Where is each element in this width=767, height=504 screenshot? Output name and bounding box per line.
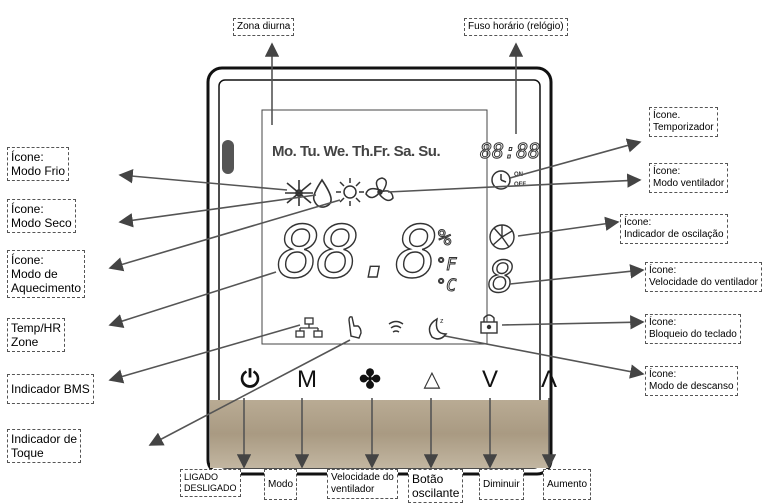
label-velocidade-ventilador: Ícone: Velocidade do ventilador (645, 262, 762, 292)
sleep-mode-icon: z (428, 317, 448, 340)
swing-indicator-icon (489, 224, 515, 250)
sun-icon (336, 178, 364, 206)
label-fuso-horario: Fuso horário (relógio) (464, 18, 568, 36)
label-botao-oscilante: Botão oscilante (408, 469, 464, 503)
power-button[interactable]: ⏻ (240, 366, 260, 393)
fahrenheit-symbol: °F (435, 255, 457, 276)
label-indicador-toque: Indicador de Toque (7, 429, 82, 463)
swing-button[interactable]: △ (423, 366, 441, 391)
label-diminuir: Diminuir (479, 469, 524, 500)
label-modo-seco: Ícone: Modo Seco (7, 199, 76, 233)
label-bloqueio-teclado: Ícone: Bloqueio do teclado (645, 314, 741, 344)
label-modo: Modo (264, 469, 298, 500)
svg-text:ON: ON (514, 172, 523, 178)
fan-mode-icon (365, 177, 394, 202)
bms-network-icon (295, 317, 323, 338)
label-temp-hr-zone: Temp/HR Zone (7, 318, 66, 352)
label-indicador-oscilacao: Ícone: Indicador de oscilação (620, 214, 728, 244)
timer-icon: ON OFF (491, 170, 526, 190)
label-velocidade-botao: Velocidade do ventilador (327, 469, 398, 499)
drop-icon (312, 178, 332, 208)
touch-indicator-icon (348, 316, 362, 339)
keypad-lock-icon (480, 314, 498, 334)
label-modo-ventilador: Ícone: Modo ventilador (649, 163, 729, 193)
label-modo-descanso: Ícone: Modo de descanso (645, 366, 738, 396)
snowflake-icon (285, 180, 313, 206)
label-modo-aquecimento: Ícone: Modo de Aquecimento (7, 250, 86, 298)
label-modo-frio: Ícone: Modo Frio (7, 147, 70, 181)
label-indicador-bms: Indicador BMS (7, 374, 94, 404)
label-temporizador: Ícone. Temporizador (649, 107, 718, 137)
mode-button[interactable]: M (297, 366, 317, 393)
svg-text:z: z (440, 318, 444, 325)
celsius-symbol: °C (435, 276, 457, 297)
up-button[interactable]: Λ (540, 366, 558, 393)
wifi-icon (388, 320, 404, 333)
label-zona-diurna: Zona diurna (233, 18, 295, 36)
label-aumento: Aumento (543, 469, 592, 500)
fan-speed-button[interactable]: ✤ (359, 364, 381, 394)
down-button[interactable]: V (481, 366, 498, 393)
day-indicators: Mo. Tu. We. Th.Fr. Sa. Su. (272, 143, 441, 160)
speaker-grille (222, 140, 234, 174)
percent-symbol: % (437, 226, 452, 252)
label-ligado-desligado: LIGADO DESLIGADO (180, 469, 241, 497)
svg-text:OFF: OFF (514, 182, 526, 188)
